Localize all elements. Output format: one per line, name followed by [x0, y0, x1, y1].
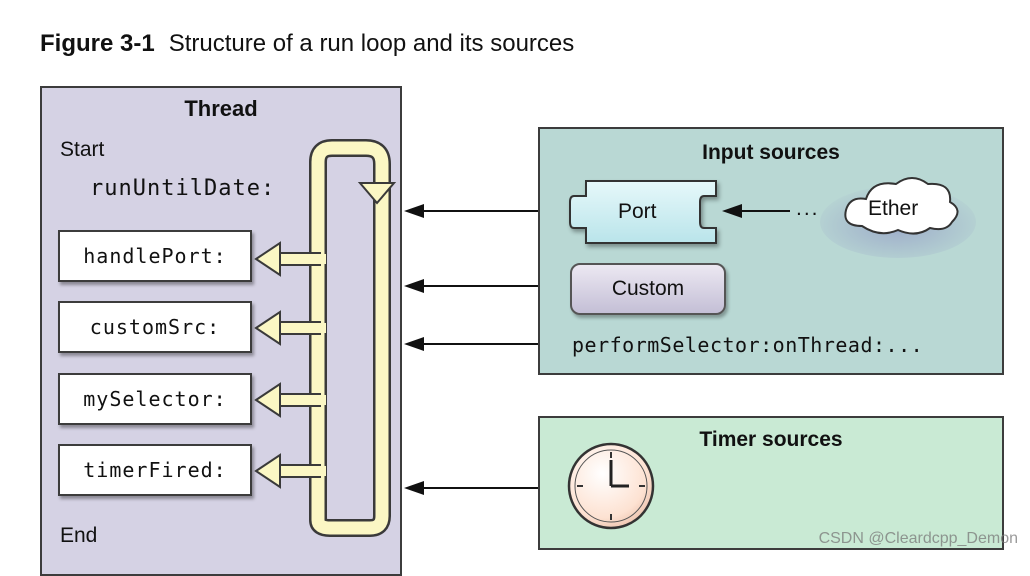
thread-title: Thread — [184, 96, 258, 121]
handler-custom-src: customSrc: — [58, 301, 252, 353]
timer-sources-title: Timer sources — [699, 428, 843, 451]
run-until-date-label: runUntilDate: — [90, 176, 276, 201]
thread-box: Thread Start runUntilDate: handlePort: c… — [40, 86, 402, 576]
branch-arrow-custom-src — [254, 310, 326, 346]
ether-label: Ether — [868, 197, 919, 220]
ether-cloud-icon — [820, 177, 976, 258]
input-sources-title: Input sources — [702, 141, 840, 164]
start-label: Start — [60, 138, 105, 161]
port-source — [569, 180, 717, 244]
figure-title: Figure 3-1 Structure of a run loop and it… — [40, 30, 574, 58]
input-sources-overlay: Port ... Ether — [538, 127, 1004, 375]
diagram-graphics — [254, 139, 976, 537]
clock-icon — [567, 442, 655, 530]
port-label: Port — [618, 200, 657, 223]
figure-number: Figure 3-1 — [40, 30, 155, 57]
branch-arrow-my-selector — [254, 382, 326, 418]
perform-selector-label: performSelector:onThread:... — [572, 333, 924, 357]
ether-to-port-arrow — [722, 204, 790, 218]
branch-arrow-timer-fired — [254, 453, 326, 489]
ellipsis-label: ... — [796, 197, 820, 220]
branch-arrows — [254, 241, 326, 489]
source-arrows — [404, 204, 538, 495]
custom-source: Custom — [570, 263, 726, 315]
handler-timer-fired: timerFired: — [58, 444, 252, 496]
branch-arrow-handle-port — [254, 241, 326, 277]
figure-caption: Structure of a run loop and its sources — [168, 30, 575, 57]
end-label: End — [60, 524, 98, 547]
run-loop-path — [309, 139, 397, 537]
watermark: CSDN @Cleardcpp_Demon — [818, 530, 1018, 547]
handler-my-selector: mySelector: — [58, 373, 252, 425]
handler-handle-port: handlePort: — [58, 230, 252, 282]
